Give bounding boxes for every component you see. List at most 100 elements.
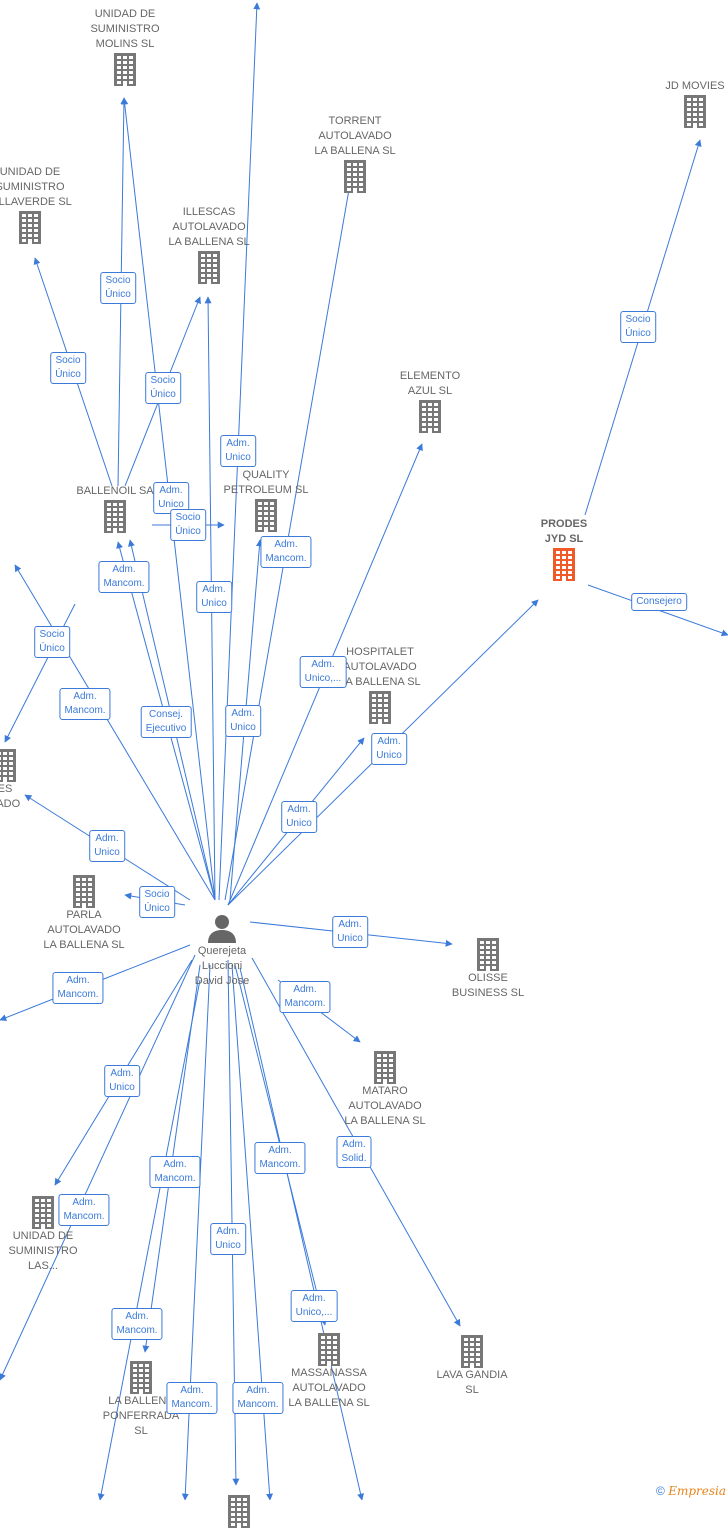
company-node-las[interactable]: UNIDAD DE SUMINISTRO LAS... (0, 1195, 86, 1274)
company-node-massanassa[interactable]: MASSANASSA AUTOLAVADO LA BALLENA SL (282, 1332, 376, 1411)
building-icon (318, 1333, 340, 1366)
company-name: BALLENOIL SA (76, 485, 154, 497)
relation-label-31[interactable]: Adm. Mancom. (166, 1382, 218, 1414)
relation-label-4[interactable]: Adm. Unico (153, 482, 189, 514)
company-name: ILLESCAS AUTOLAVADO LA BALLENA SL (168, 206, 250, 248)
company-name: LA BALLENA PONFERRADA SL (102, 1395, 180, 1437)
building-icon (19, 211, 41, 244)
building-icon-highlighted (553, 548, 575, 581)
company-node-olisse[interactable]: OLISSE BUSINESS SL (446, 937, 530, 1001)
company-node-prodes[interactable]: PRODES JYD SL (524, 517, 604, 581)
company-name: UNIDAD DE SUMINISTRO VILLAVERDE SL (0, 166, 72, 208)
relation-label-9[interactable]: Socio Único (620, 311, 656, 343)
relation-label-28[interactable]: Adm. Solid. (336, 1136, 372, 1168)
relation-label-6[interactable]: Adm. Mancom. (98, 561, 150, 593)
relation-label-30[interactable]: Adm. Mancom. (111, 1308, 163, 1340)
relation-label-20[interactable]: Adm. Unico (332, 916, 368, 948)
relation-label-15[interactable]: Adm. Unico,... (299, 656, 347, 688)
company-node-bottom-cut[interactable] (224, 1494, 254, 1528)
relation-label-27[interactable]: Adm. Mancom. (254, 1142, 306, 1174)
relation-label-32[interactable]: Adm. Mancom. (232, 1382, 284, 1414)
company-name: LAVA GANDIA SL (436, 1369, 508, 1396)
relation-edge-30 (239, 967, 365, 1500)
relation-edge-32 (0, 954, 196, 1381)
relation-label-17[interactable]: Adm. Unico (281, 801, 317, 833)
relation-edge-10 (4, 603, 76, 743)
company-node-ponferrada[interactable]: LA BALLENA PONFERRADA SL (98, 1360, 184, 1439)
relation-label-2[interactable]: Socio Único (145, 372, 181, 404)
relation-label-29[interactable]: Adm. Unico,... (290, 1290, 338, 1322)
building-icon (369, 691, 391, 724)
relation-label-19[interactable]: Socio Único (139, 886, 175, 918)
building-icon (255, 499, 277, 532)
relation-label-24[interactable]: Adm. Mancom. (149, 1156, 201, 1188)
company-node-jdmovies[interactable]: JD MOVIES (658, 79, 728, 128)
building-icon (198, 251, 220, 284)
building-icon (228, 1495, 250, 1528)
building-icon (0, 749, 16, 782)
relation-label-12[interactable]: Adm. Mancom. (59, 688, 111, 720)
relation-label-25[interactable]: Adm. Mancom. (58, 1194, 110, 1226)
company-name: TORRENT AUTOLAVADO LA BALLENA SL (314, 115, 396, 157)
company-name: PRODES JYD SL (540, 518, 588, 545)
building-icon (344, 160, 366, 193)
relation-label-22[interactable]: Adm. Mancom. (52, 972, 104, 1004)
company-node-torrent[interactable]: TORRENT AUTOLAVADO LA BALLENA SL (308, 114, 402, 193)
relation-label-18[interactable]: Adm. Unico (89, 830, 125, 862)
company-name: ES VADO (0, 783, 21, 810)
building-icon (130, 1361, 152, 1394)
company-node-left-cut[interactable]: ES VADO (0, 748, 25, 812)
company-node-parla[interactable]: PARLA AUTOLAVADO LA BALLENA SL (37, 874, 131, 953)
copyright-symbol: © (656, 1484, 665, 1498)
person-name: Querejeta Luccioni David Jose (194, 945, 250, 987)
relation-label-16[interactable]: Adm. Unico (371, 733, 407, 765)
relation-label-3[interactable]: Adm. Unico (220, 435, 256, 467)
company-name: HOSPITALET AUTOLAVADO LA BALLENA SL (339, 646, 421, 688)
company-name: PARLA AUTOLAVADO LA BALLENA SL (43, 909, 125, 951)
company-node-quality[interactable]: QUALITY PETROLEUM SL (218, 468, 314, 532)
relation-label-10[interactable]: Socio Único (34, 626, 70, 658)
relation-label-7[interactable]: Adm. Mancom. (260, 536, 312, 568)
building-icon (461, 1335, 483, 1368)
building-icon (684, 95, 706, 128)
company-name: MASSANASSA AUTOLAVADO LA BALLENA SL (288, 1367, 370, 1409)
company-node-illescas[interactable]: ILLESCAS AUTOLAVADO LA BALLENA SL (162, 205, 256, 284)
relation-label-5[interactable]: Socio Único (170, 509, 206, 541)
company-name: MATARO AUTOLAVADO LA BALLENA SL (344, 1085, 426, 1127)
company-node-elemento[interactable]: ELEMENTO AZUL SL (391, 369, 469, 433)
company-name: UNIDAD DE SUMINISTRO LAS... (8, 1230, 78, 1272)
relation-edge-7 (14, 564, 216, 901)
person-node-center[interactable]: Querejeta Luccioni David Jose (180, 912, 264, 989)
company-node-hospitalet[interactable]: HOSPITALET AUTOLAVADO LA BALLENA SL (334, 645, 426, 724)
relation-label-13[interactable]: Consej. Ejecutivo (140, 706, 192, 738)
company-name: JD MOVIES (665, 80, 725, 92)
relation-label-8[interactable]: Adm. Unico (196, 581, 232, 613)
person-icon (208, 915, 236, 943)
relation-label-26[interactable]: Adm. Unico (210, 1223, 246, 1255)
relation-label-21[interactable]: Adm. Mancom. (279, 981, 331, 1013)
relation-label-0[interactable]: Socio Único (100, 272, 136, 304)
building-icon (32, 1196, 54, 1229)
company-node-mataro[interactable]: MATARO AUTOLAVADO LA BALLENA SL (338, 1050, 432, 1129)
relation-edge-25 (97, 979, 201, 1500)
building-icon (419, 400, 441, 433)
company-node-molins[interactable]: UNIDAD DE SUMINISTRO MOLINS SL (80, 7, 170, 86)
relation-label-14[interactable]: Adm. Unico (225, 705, 261, 737)
company-name: ELEMENTO AZUL SL (399, 370, 461, 397)
watermark: © Empresia (656, 1484, 726, 1498)
building-icon (374, 1051, 396, 1084)
building-icon (73, 875, 95, 908)
relation-label-23[interactable]: Adm. Unico (104, 1065, 140, 1097)
building-icon (477, 938, 499, 971)
company-node-villaverde[interactable]: UNIDAD DE SUMINISTRO VILLAVERDE SL (0, 165, 75, 244)
company-name: QUALITY PETROLEUM SL (223, 469, 309, 496)
company-node-ballenoil[interactable]: BALLENOIL SA (70, 484, 160, 533)
company-node-lavagandia[interactable]: LAVA GANDIA SL (432, 1334, 512, 1398)
relation-label-1[interactable]: Socio Único (50, 352, 86, 384)
company-name: UNIDAD DE SUMINISTRO MOLINS SL (90, 8, 160, 50)
relation-label-11[interactable]: Consejero (631, 593, 687, 611)
building-icon (114, 53, 136, 86)
brand-logo: Empresia (668, 1484, 726, 1498)
